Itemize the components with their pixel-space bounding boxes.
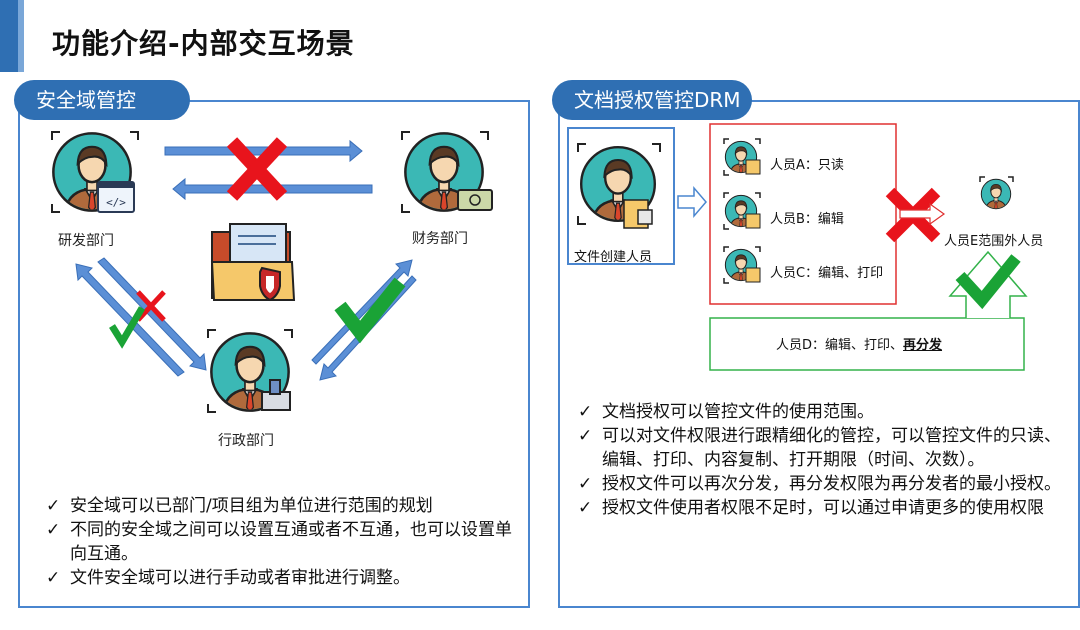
person-a-label: 人员A：只读 [770,158,844,173]
list-item: ✓可以对文件权限进行跟精细化的管控，可以管控文件的只读、编辑、打印、内容复制、打… [578,426,1061,470]
check-icon: ✓ [578,498,593,518]
person-c-label: 人员C：编辑、打印 [770,266,884,281]
admin-dept-label: 行政部门 [218,433,274,449]
list-item: ✓安全域可以已部门/项目组为单位进行范围的规划 [46,496,433,516]
check-icon: ✓ [46,520,61,540]
svg-text:</>: </> [106,196,126,209]
one-way-cross-icon [136,290,166,322]
check-icon: ✓ [578,402,593,422]
person-b-label: 人员B：编辑 [770,212,844,227]
security-domain-bullets: ✓安全域可以已部门/项目组为单位进行范围的规划 ✓不同的安全域之间可以设置互通或… [46,494,516,590]
allow-check-icon [955,254,1021,310]
title-accent-bar-light [18,0,24,72]
stamp-icon [261,379,291,411]
redistribution-box [709,317,1025,371]
deny-arrow [899,202,946,226]
rd-admin-arrows [75,257,207,377]
check-icon: ✓ [578,426,593,446]
creator-document-icon [623,199,653,229]
deny-cross-icon [226,137,288,201]
rd-dept-label: 研发部门 [58,233,114,249]
title-accent-bar [0,0,18,72]
allow-check-icon [334,277,406,344]
person-d-label: 人员D：编辑、打印、再分发 [776,338,943,353]
drm-bullets: ✓文档授权可以管控文件的使用范围。 ✓可以对文件权限进行跟精细化的管控，可以管控… [578,400,1068,520]
check-icon: ✓ [46,568,61,588]
list-item: ✓文件安全域可以进行手动或者审批进行调整。 [46,568,410,588]
money-icon [457,189,493,211]
drm-title: 文档授权管控DRM [552,80,752,120]
finance-dept-label: 财务部门 [412,231,468,247]
list-item: ✓授权文件使用者权限不足时，可以通过申请更多的使用权限 [578,498,1044,518]
creator-label: 文件创建人员 [574,250,653,265]
list-item: ✓文档授权可以管控文件的使用范围。 [578,402,874,422]
security-domain-title: 安全域管控 [14,80,190,120]
code-icon: </> [97,181,135,213]
one-way-check-icon [109,306,146,349]
redistribute-emphasis: 再分发 [903,338,943,353]
person-e-avatar [981,179,1010,210]
page-title: 功能介绍-内部交互场景 [52,27,355,60]
check-icon: ✓ [578,474,593,494]
check-icon: ✓ [46,496,61,516]
person-e-label: 人员E范围外人员 [944,234,1044,249]
list-item: ✓不同的安全域之间可以设置互通或者不互通，也可以设置单向互通。 [46,520,512,564]
list-item: ✓授权文件可以再次分发，再分发权限为再分发者的最小授权。 [578,474,1061,494]
secure-folder-icon [210,223,296,302]
creator-arrow [677,185,707,219]
